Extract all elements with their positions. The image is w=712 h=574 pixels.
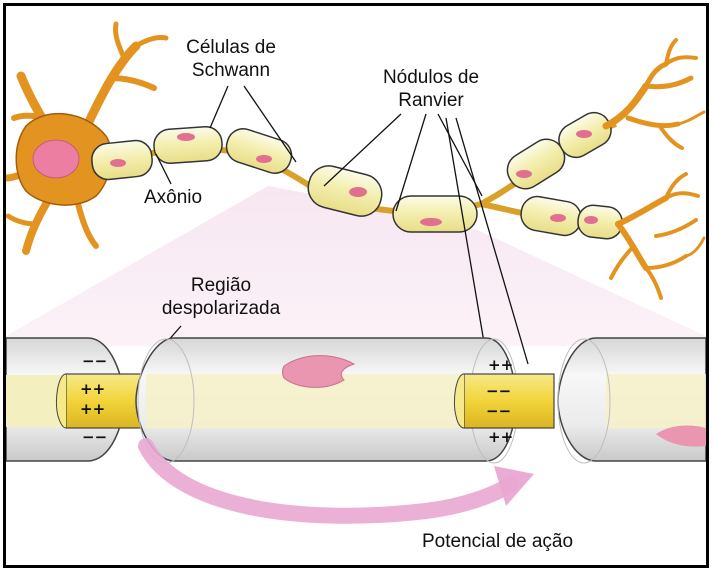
- right-node-minus-row2: −−: [486, 404, 511, 419]
- region-label-line2: despolarizada: [146, 297, 296, 320]
- right-node-minus-row1: −−: [486, 384, 511, 399]
- ranvier-label-line1: Nódulos de: [366, 66, 496, 89]
- left-node-minus-top: −−: [82, 354, 107, 369]
- left-node-minus-bottom: −−: [82, 430, 107, 445]
- neuron-diagram: [6, 6, 706, 565]
- diagram-frame: Células de Schwann Nódulos de Ranvier Ax…: [3, 3, 709, 568]
- neuron-cell-body: [6, 24, 166, 251]
- axon-terminal-branches: [606, 40, 704, 298]
- schwann-label-line2: Schwann: [171, 59, 291, 82]
- ranvier-nodes-label: Nódulos de Ranvier: [366, 66, 496, 112]
- ranvier-label-line2: Ranvier: [366, 89, 496, 112]
- axon-label: Axônio: [144, 186, 202, 209]
- right-node-plus-bottom: ++: [488, 430, 513, 445]
- left-node-plus-row1: ++: [80, 382, 105, 397]
- region-label-line1: Região: [146, 274, 296, 297]
- depolarized-region-label: Região despolarizada: [146, 274, 296, 320]
- schwann-cells-label: Células de Schwann: [171, 36, 291, 82]
- action-potential-label: Potencial de ação: [422, 530, 573, 553]
- enlarged-axon-section: [6, 338, 706, 463]
- right-node-plus-top: ++: [488, 358, 513, 373]
- left-node-plus-row2: ++: [80, 402, 105, 417]
- schwann-label-line1: Células de: [171, 36, 291, 59]
- arrow-head: [494, 466, 534, 506]
